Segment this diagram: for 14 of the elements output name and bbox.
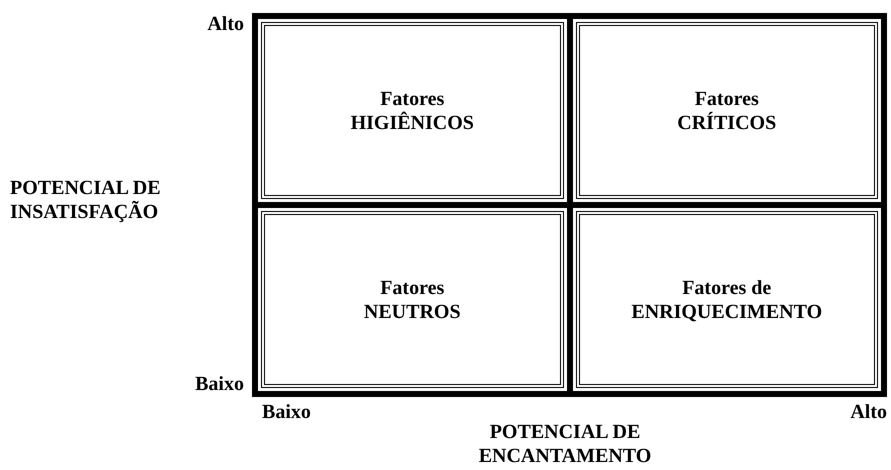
quadrant-label: Fatores de ENRIQUECIMENTO xyxy=(630,276,824,324)
quadrant-label: Fatores HIGIÊNICOS xyxy=(350,86,475,134)
axis-label: POTENCIAL DE INSATISFAÇÃO xyxy=(10,176,162,224)
quadrant-box xyxy=(572,208,881,391)
axis-label: POTENCIAL DE ENCANTAMENTO xyxy=(478,420,652,468)
axis-label: Baixo xyxy=(194,372,244,396)
axis-label: Alto xyxy=(206,12,244,36)
quadrant-label: Fatores CRÍTICOS xyxy=(676,86,778,134)
quadrant-box xyxy=(572,19,881,202)
quadrant-box xyxy=(258,19,566,202)
quadrant-label: Fatores NEUTROS xyxy=(362,276,462,324)
axis-label: Baixo xyxy=(262,400,312,424)
quadrant-box xyxy=(258,208,566,391)
axis-label: Alto xyxy=(849,400,887,424)
